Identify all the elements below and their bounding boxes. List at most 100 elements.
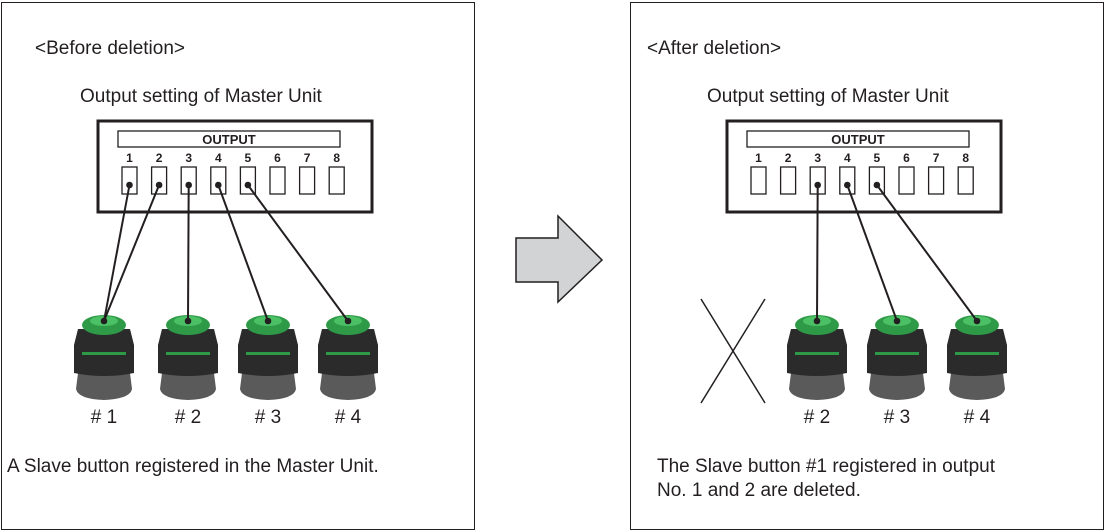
output-label: OUTPUT: [831, 132, 885, 147]
output-terminal: [269, 166, 286, 195]
output-terminal: [298, 166, 316, 195]
button-base: [160, 373, 216, 400]
button-indicator-ring: [246, 352, 290, 355]
button-base: [869, 373, 925, 400]
wire: [876, 184, 978, 322]
output-number: 6: [903, 151, 910, 165]
button-indicator-ring: [166, 352, 210, 355]
button-indicator-ring: [326, 352, 370, 355]
button-number-label: # 2: [175, 407, 201, 428]
terminal-dot: [155, 181, 163, 189]
output-number: 4: [215, 151, 222, 165]
button-number-label: # 4: [964, 407, 991, 428]
button-number-label: # 1: [91, 407, 117, 428]
master-unit-output-box: [725, 119, 1003, 214]
output-terminal: [839, 166, 856, 195]
terminal-dot: [126, 181, 133, 189]
output-terminal: [239, 166, 257, 195]
before-deletion-panel: <Before deletion> Output setting of Mast…: [1, 2, 475, 530]
output-label: OUTPUT: [202, 132, 256, 147]
output-number: 6: [274, 151, 281, 165]
button-base: [789, 373, 845, 400]
wire: [846, 184, 898, 322]
output-number: 7: [933, 151, 940, 165]
output-terminal: [957, 166, 974, 195]
button-number-label: # 2: [804, 407, 830, 428]
emergency-push-button-icon: [158, 315, 218, 400]
output-terminal: [750, 166, 767, 195]
before-diagram: OUTPUT 1 2 3 4 5 6 7 8 # 1 # 2 # 3 # 4: [74, 119, 378, 428]
wire: [103, 184, 131, 322]
button-number-label: # 3: [884, 407, 910, 428]
output-number: 2: [785, 151, 792, 165]
terminal-dot: [873, 181, 881, 189]
button-number-label: # 4: [335, 407, 362, 428]
output-terminal: [927, 166, 945, 195]
button-dot: [813, 317, 821, 325]
button-base: [76, 373, 132, 400]
cross-line: [700, 298, 766, 404]
emergency-push-button-icon: [74, 315, 134, 400]
output-number: 3: [185, 151, 192, 165]
after-deletion-panel: <After deletion> Output setting of Maste…: [630, 2, 1104, 530]
before-caption: A Slave button registered in the Master …: [7, 456, 379, 477]
emergency-push-button-icon: [947, 315, 1007, 400]
right-arrow-icon: [515, 214, 604, 304]
emergency-push-button-icon: [318, 315, 378, 400]
button-indicator-ring: [795, 352, 839, 355]
output-number: 2: [156, 151, 163, 165]
output-terminal: [210, 166, 227, 195]
output-number: 3: [814, 151, 821, 165]
master-unit-output-box: [96, 119, 374, 214]
after-heading: <After deletion>: [647, 38, 782, 59]
output-number: 8: [962, 151, 969, 165]
wire: [103, 184, 161, 322]
output-number: 1: [755, 151, 762, 165]
output-label-bar: [746, 130, 970, 148]
button-indicator-ring: [875, 352, 919, 355]
wire: [816, 184, 819, 322]
button-dot: [184, 317, 192, 325]
button-dot: [344, 317, 352, 325]
output-number: 5: [245, 151, 252, 165]
output-terminal: [779, 166, 797, 195]
output-terminal: [121, 166, 138, 195]
wire: [247, 184, 349, 322]
button-base: [240, 373, 296, 400]
output-number: 1: [126, 151, 133, 165]
button-dot: [100, 317, 108, 325]
emergency-push-button-icon: [867, 315, 927, 400]
terminal-dot: [244, 181, 252, 189]
button-base: [949, 373, 1005, 400]
button-indicator-ring: [82, 352, 126, 355]
output-number: 5: [874, 151, 881, 165]
before-heading: <Before deletion>: [35, 38, 186, 59]
emergency-push-button-icon: [238, 315, 298, 400]
terminal-dot: [215, 181, 222, 189]
output-terminal: [898, 166, 915, 195]
output-terminal: [328, 166, 345, 195]
after-caption: The Slave button #1 registered in output…: [657, 456, 996, 501]
wire: [217, 184, 269, 322]
terminal-dot: [844, 181, 851, 189]
emergency-push-button-icon: [787, 315, 847, 400]
button-dot: [264, 317, 272, 325]
output-terminal: [150, 166, 168, 195]
output-number: 8: [333, 151, 340, 165]
output-number: 4: [844, 151, 851, 165]
button-base: [320, 373, 376, 400]
output-terminal: [868, 166, 886, 195]
terminal-dot: [185, 181, 192, 189]
before-title: Output setting of Master Unit: [80, 86, 322, 107]
button-indicator-ring: [955, 352, 999, 355]
cross-mark-icon: [700, 298, 766, 404]
button-dot: [893, 317, 901, 325]
after-title: Output setting of Master Unit: [707, 86, 949, 107]
after-diagram: OUTPUT 1 2 3 4 5 6 7 8 # 2 # 3 # 4: [700, 119, 1007, 428]
button-dot: [973, 317, 981, 325]
output-number: 7: [304, 151, 311, 165]
button-number-label: # 3: [255, 407, 281, 428]
wire: [187, 184, 190, 322]
output-label-bar: [117, 130, 341, 148]
terminal-dot: [814, 181, 821, 189]
